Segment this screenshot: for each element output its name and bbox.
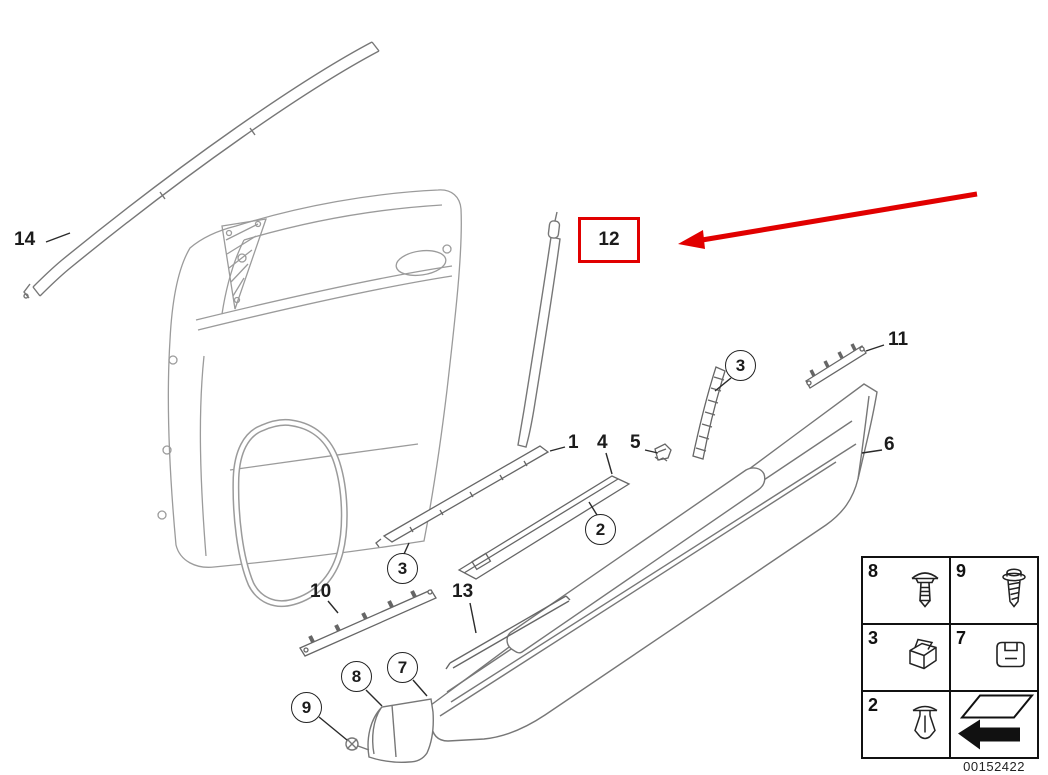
expanding-nut-icon (905, 636, 941, 679)
highlight-box-part-12: 12 (578, 217, 640, 263)
legend-cell-2[interactable]: 2 (861, 690, 951, 759)
hatched-trim-3 (692, 366, 726, 460)
legend-label: 7 (956, 628, 967, 648)
clip-rail-11 (805, 343, 867, 389)
clip-rail-10 (299, 589, 437, 657)
callout-5[interactable]: 5 (630, 432, 641, 453)
callout-13[interactable]: 13 (452, 581, 474, 602)
callout-4[interactable]: 4 (597, 432, 608, 453)
callout-9[interactable]: 9 (291, 692, 322, 723)
legend-cell-8[interactable]: 8 (861, 556, 951, 625)
callout-3-lower[interactable]: 3 (387, 553, 418, 584)
legend-cell-9[interactable]: 9 (949, 556, 1039, 625)
sill-strip-1 (375, 445, 550, 548)
push-rivet-icon (909, 567, 941, 614)
screw-icon (999, 567, 1029, 614)
callout-12[interactable]: 12 (598, 229, 620, 250)
callout-2[interactable]: 2 (585, 514, 616, 545)
pillar-seal-12 (517, 211, 561, 448)
sill-end-cap (345, 698, 434, 763)
callout-11[interactable]: 11 (888, 329, 909, 350)
expanding-rivet-icon (909, 702, 941, 747)
entrance-strip-13 (445, 595, 571, 670)
trim-strip-14 (23, 41, 380, 299)
diagram-number: 00152422 (963, 759, 1025, 774)
fastener-legend: 8 9 (861, 556, 1039, 759)
callout-3-upper[interactable]: 3 (725, 350, 756, 381)
legend-cell-7[interactable]: 7 (949, 623, 1039, 692)
legend-label: 8 (868, 561, 879, 581)
callout-8[interactable]: 8 (341, 661, 372, 692)
clamp-clip-icon (993, 638, 1029, 677)
clip-5 (654, 443, 672, 462)
legend-cell-continuation[interactable] (949, 690, 1039, 759)
callout-14[interactable]: 14 (14, 229, 36, 250)
callout-10[interactable]: 10 (310, 581, 332, 602)
leader-lines (45, 232, 885, 741)
legend-label: 3 (868, 628, 879, 648)
callout-7[interactable]: 7 (387, 652, 418, 683)
sill-panel-6 (430, 383, 878, 742)
callout-6[interactable]: 6 (884, 434, 895, 455)
callout-1[interactable]: 1 (568, 432, 579, 453)
legend-cell-3[interactable]: 3 (861, 623, 951, 692)
legend-label: 9 (956, 561, 967, 581)
legend-label: 2 (868, 695, 879, 715)
continuation-arrow-icon (954, 691, 1035, 758)
door-seal (232, 418, 348, 608)
door-outline (157, 189, 462, 568)
sill-strip-2 (457, 475, 631, 580)
highlight-arrow (678, 191, 978, 249)
